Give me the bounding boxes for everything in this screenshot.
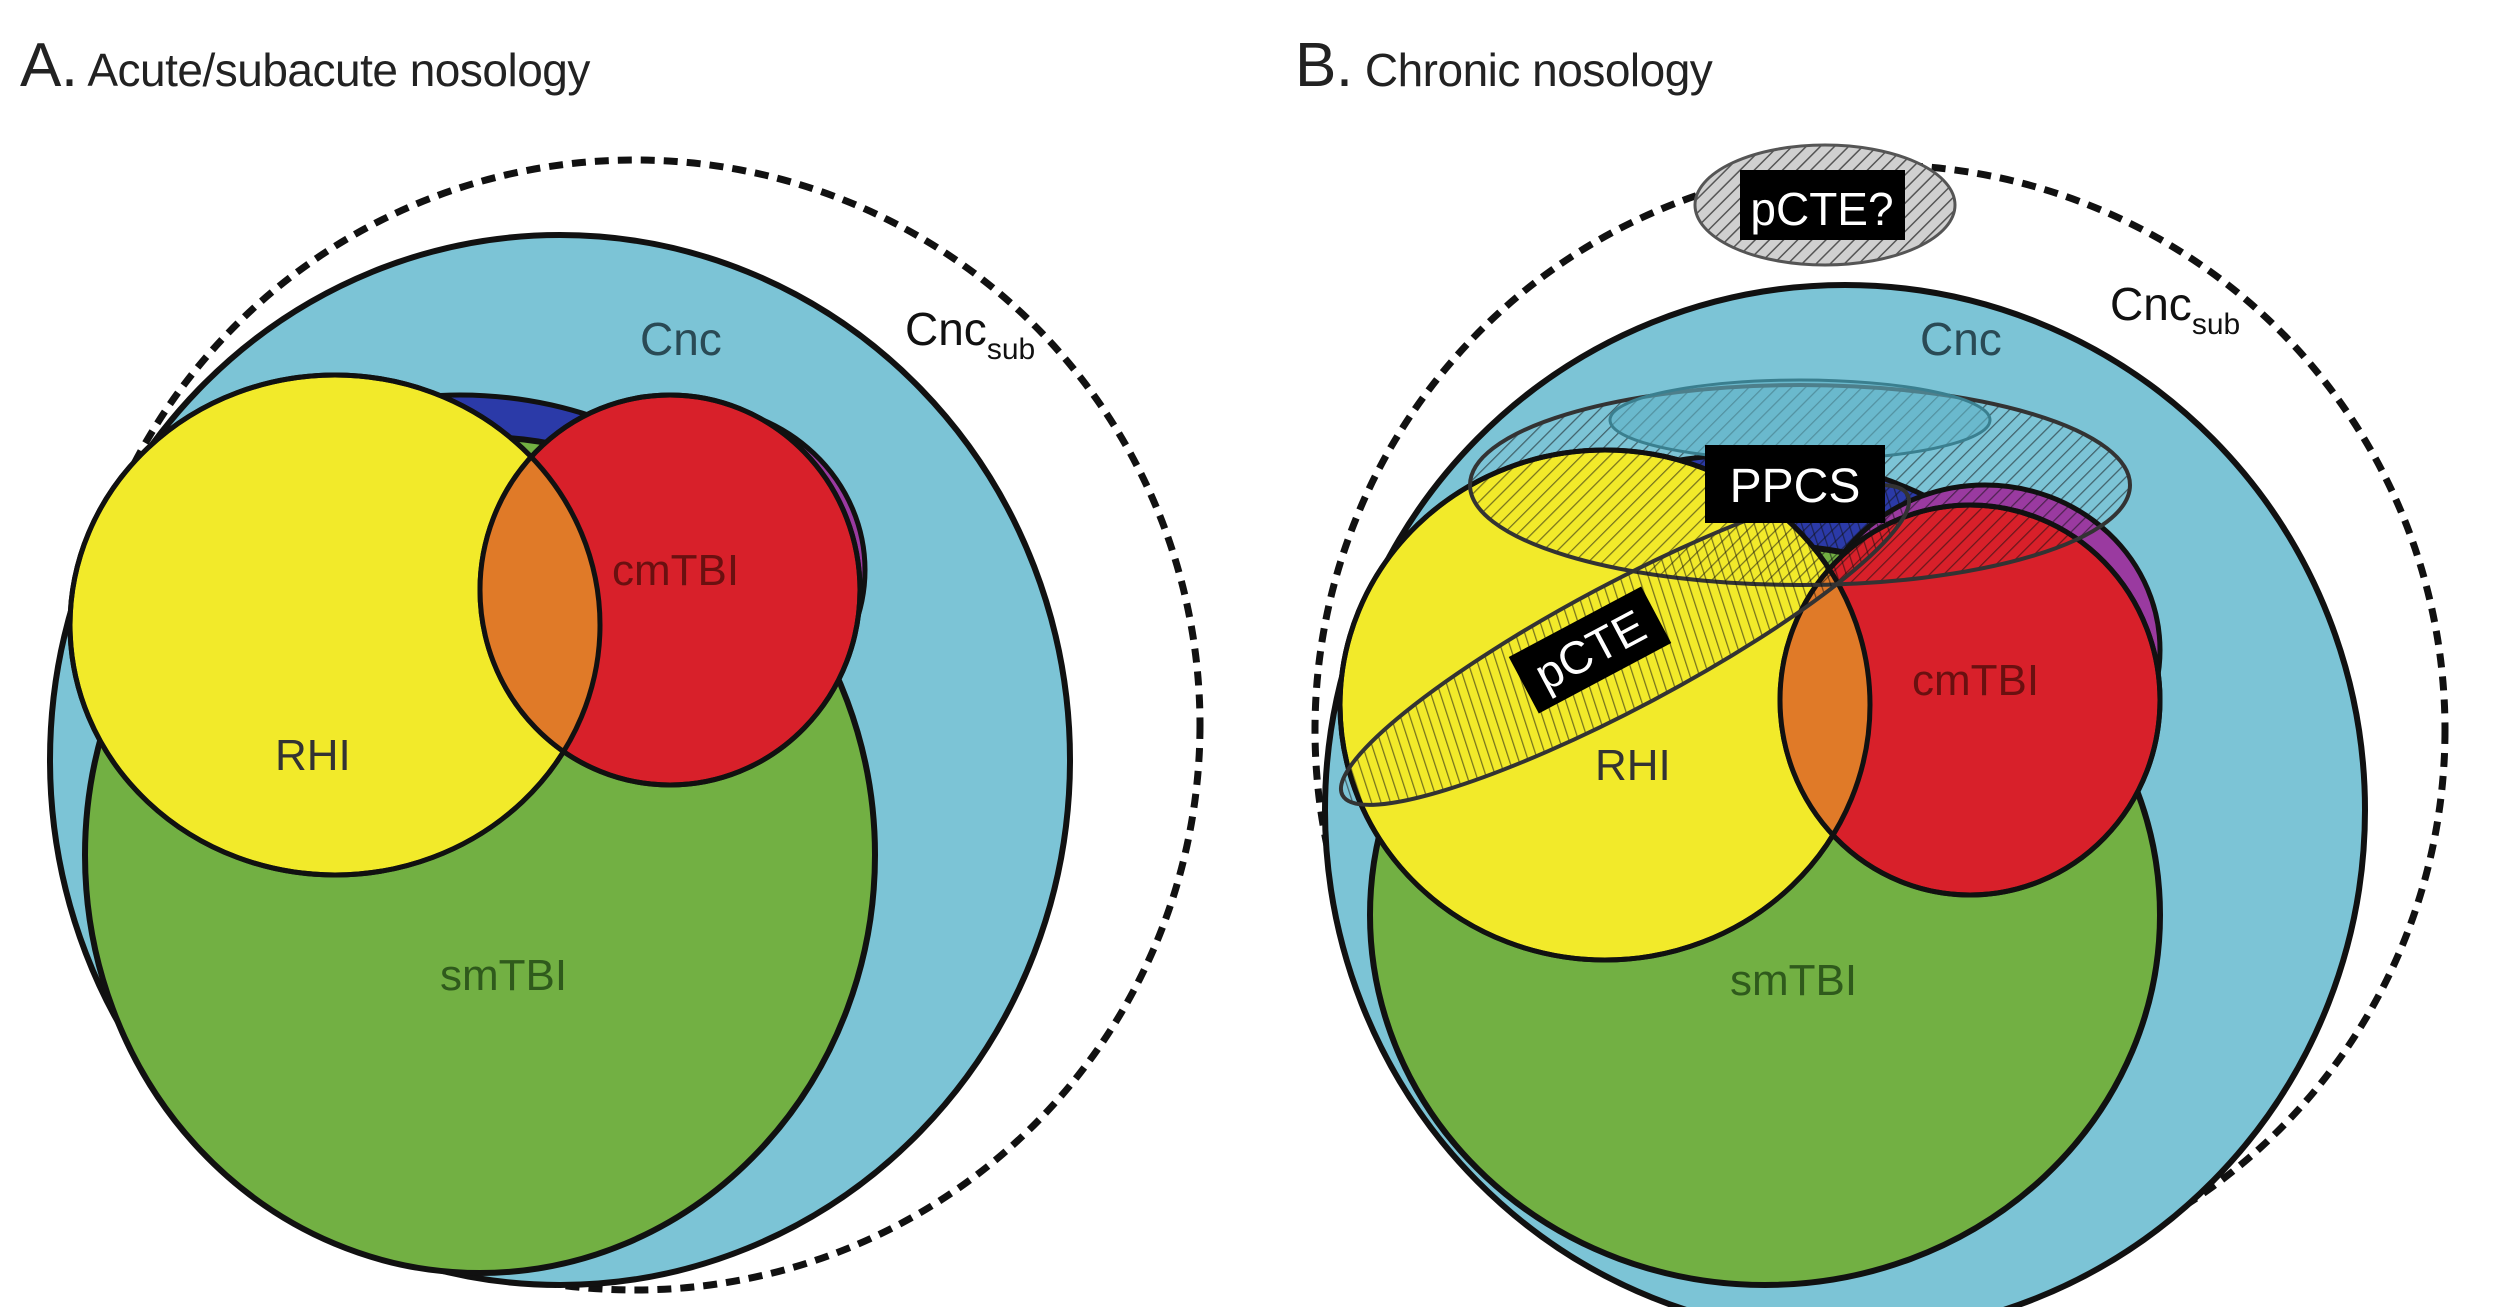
panel-a-title-text: Acute/subacute nosology	[87, 44, 590, 96]
panel-a-cmtbi-label: cmTBI	[612, 546, 739, 595]
panel-a-smtbi-label: smTBI	[440, 951, 567, 1000]
panel-b-cnc-sub-label: Cncsub	[2110, 278, 2240, 341]
panel-b-pcte-question-label: pCTE?	[1750, 183, 1893, 235]
panel-b-title: B. Chronic nosology	[1295, 30, 1713, 101]
panel-b-ppcs-label: PPCS	[1730, 460, 1861, 513]
panel-b-title-text: Chronic nosology	[1364, 44, 1713, 96]
panel-a-rhi-outline	[67, 372, 603, 878]
panel-a-rhi-label: RHI	[275, 731, 351, 780]
panel-b-pcte-question-box	[1740, 170, 1905, 240]
panel-a-title: A. Acute/subacute nosology	[20, 30, 590, 101]
panel-b-letter: B.	[1295, 31, 1353, 100]
panel-b-cnc-label: Cnc	[1920, 313, 2002, 365]
panel-a-diagram: Cncsub Cnc RHI cmTBI smTBI	[47, 156, 1204, 1294]
panel-a-cnc-label: Cnc	[640, 313, 722, 365]
panel-b-rhi-label: RHI	[1595, 741, 1671, 790]
panel-b-smtbi-label: smTBI	[1730, 956, 1857, 1005]
panel-a-cmtbi-outline	[477, 392, 863, 788]
panel-b-pcte-box	[1508, 586, 1672, 714]
panel-b-cmtbi-label: cmTBI	[1912, 656, 2039, 705]
panel-b-diagram: pCTE? PPCS pCTE Cncsub Cnc RHI cmTBI smT…	[1311, 143, 2449, 1307]
panel-a-cnc-sub-label: Cncsub	[905, 303, 1035, 366]
panel-a-letter: A.	[20, 31, 78, 100]
panel-b-ppcs-box	[1705, 445, 1885, 523]
